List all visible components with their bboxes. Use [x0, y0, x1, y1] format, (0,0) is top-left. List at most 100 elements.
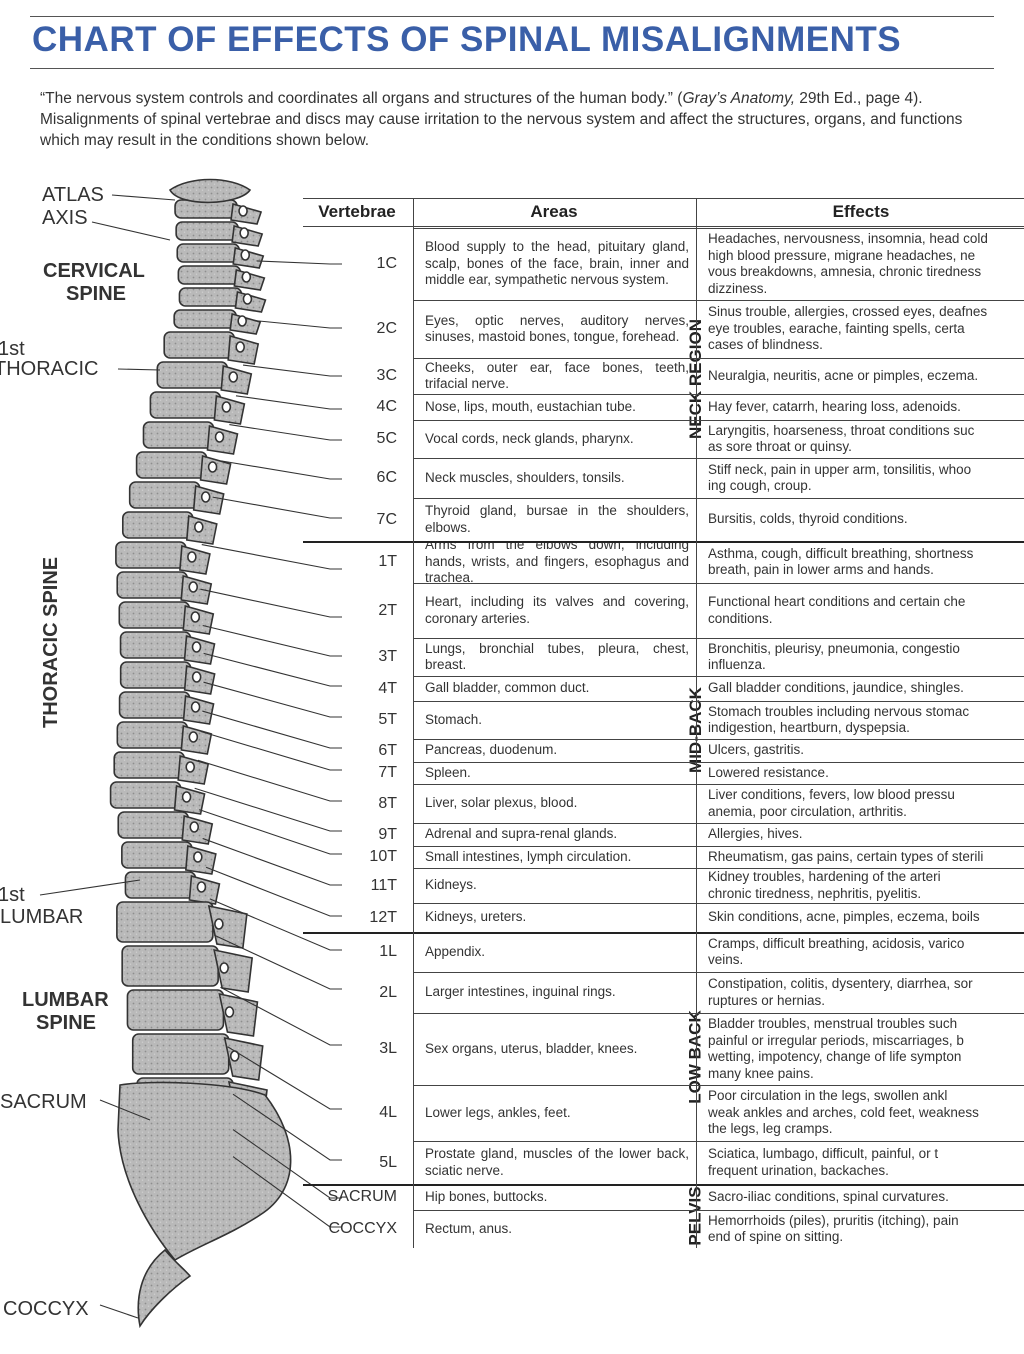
effect-line: Bursitis, colds, thyroid conditions.: [708, 511, 908, 527]
effect-line: Skin conditions, acne, pimples, eczema, …: [708, 909, 980, 925]
effect-cell: Lowered resistance.: [706, 762, 1024, 784]
effect-line: Stiff neck, pain in upper arm, tonsiliti…: [708, 461, 972, 477]
effect-line: conditions.: [708, 610, 773, 626]
vertebra-label: 4L: [379, 1104, 397, 1121]
vertebra-body: [117, 811, 190, 839]
intervertebral-foramen: [214, 918, 224, 930]
row-divider: [413, 358, 1024, 359]
row-divider: [413, 739, 1024, 740]
area-text: Prostate gland, muscles of the lower bac…: [425, 1146, 689, 1178]
area-cell: Stomach.: [419, 701, 695, 739]
effect-cell: Hay fever, catarrh, hearing loss, adenoi…: [706, 394, 1024, 420]
row-divider: [413, 583, 1024, 584]
label-1st-lumbar-num: 1st: [0, 884, 25, 906]
row-divider: [413, 762, 1024, 763]
vertebra-label: COCCYX: [328, 1220, 397, 1237]
area-cell: Vocal cords, neck glands, pharynx.: [419, 420, 695, 458]
area-cell: Gall bladder, common duct.: [419, 676, 695, 701]
effect-cell: Asthma, cough, difficult breathing, shor…: [706, 541, 1024, 583]
vertebra-body: [121, 511, 194, 539]
vertebra-leader-line: [203, 681, 342, 718]
leader-lines: [39, 194, 342, 1319]
intervertebral-foramen: [239, 227, 249, 239]
vertebra-label: 11T: [370, 876, 397, 894]
effect-cell: Bursitis, colds, thyroid conditions.: [706, 498, 1024, 541]
intervertebral-foramen: [185, 761, 196, 773]
area-cell: Kidneys, ureters.: [419, 903, 695, 932]
vertebral-column: [109, 178, 292, 1329]
intervertebral-foramen: [238, 205, 248, 217]
effect-cell: Laryngitis, hoarseness, throat condition…: [706, 420, 1024, 458]
vertebra-label: 9T: [378, 825, 397, 843]
vertebra-leader-line: [200, 588, 342, 618]
vertebra-leader-line: [229, 424, 342, 441]
effect-line: frequent urination, backaches.: [708, 1162, 889, 1178]
area-text: Rectum, anus.: [425, 1220, 513, 1236]
effect-line: Poor circulation in the legs, swollen an…: [708, 1088, 948, 1104]
effect-line: the legs, leg cramps.: [708, 1121, 833, 1137]
vertebra-body: [115, 541, 187, 569]
effect-line: weak ankles and arches, cold feet, weakn…: [708, 1104, 979, 1120]
row-divider: [303, 1184, 1024, 1186]
vertebra-label: 4T: [378, 679, 397, 697]
intro-paragraph: “The nervous system controls and coordin…: [40, 88, 990, 151]
area-cell: Appendix.: [419, 932, 695, 972]
vertebra-body: [176, 243, 241, 263]
effect-line: dizziness.: [708, 280, 768, 296]
effect-line: Gall bladder conditions, jaundice, shing…: [708, 680, 964, 696]
intervertebral-foramen: [242, 293, 253, 305]
vertebra-body: [116, 721, 189, 749]
area-text: Lungs, bronchial tubes, pleura, chest, b…: [425, 640, 689, 673]
label-leader-line: [117, 368, 161, 371]
effect-line: Functional heart conditions and certain …: [708, 594, 966, 609]
label-axis: AXIS: [42, 207, 88, 229]
effect-line: wetting, impotency, change of life sympt…: [708, 1049, 962, 1064]
intervertebral-foramen: [187, 551, 197, 563]
intervertebral-foramen: [224, 1006, 235, 1018]
area-text: Kidneys, ureters.: [425, 909, 527, 925]
vertebra-label: 5T: [378, 711, 397, 728]
vertebra-label: 12T: [369, 908, 397, 926]
intervertebral-foramen: [188, 731, 199, 743]
effect-line: Bronchitis, pleurisy, pneumonia, congest…: [708, 640, 960, 656]
vertebra-label: 3T: [378, 648, 397, 665]
row-divider: [413, 784, 1024, 785]
effect-line: Headaches, nervousness, insomnia, head c…: [708, 231, 988, 246]
area-text: Stomach.: [425, 711, 483, 727]
area-cell: Neck muscles, shoulders, tonsils.: [419, 458, 695, 498]
effect-cell: Rheumatism, gas pains, certain types of …: [706, 846, 1024, 868]
vertebra-body: [121, 945, 219, 987]
vertebra-leader-line: [220, 460, 342, 480]
effect-cell: Functional heart conditions and certain …: [706, 583, 1024, 638]
effect-cell: Skin conditions, acne, pimples, eczema, …: [706, 903, 1024, 932]
row-divider: [413, 300, 1024, 301]
vertebra-label: 8T: [378, 794, 397, 812]
intervertebral-foramen: [193, 851, 203, 863]
vertebra-leader-line: [194, 787, 342, 832]
intervertebral-foramen: [200, 491, 211, 503]
area-cell: Heart, including its valves and covering…: [419, 583, 695, 638]
vertebra-body: [128, 481, 201, 509]
intervertebral-foramen: [188, 581, 199, 593]
vertebra-body: [177, 265, 242, 285]
area-cell: Arms from the elbows down, including han…: [419, 541, 695, 583]
area-cell: Thyroid gland, bursae in the shoulders, …: [419, 498, 695, 541]
vertebra-body: [163, 331, 235, 359]
vertebra-leader-line: [209, 898, 342, 951]
effect-line: Liver conditions, fevers, low blood pres…: [708, 787, 955, 802]
area-text: Cheeks, outer ear, face bones, teeth, tr…: [425, 359, 689, 392]
area-text: Larger intestines, inguinal rings.: [425, 984, 616, 1000]
label-1st-thoracic: THORACIC: [0, 358, 99, 380]
row-divider: [413, 972, 1024, 973]
area-text: Pancreas, duodenum.: [425, 742, 558, 758]
vertebra-leader-line: [227, 1046, 342, 1110]
vertebra-body: [119, 661, 192, 689]
intervertebral-foramen: [221, 401, 232, 413]
intervertebral-foramen: [189, 821, 200, 833]
area-text: Lower legs, ankles, feet.: [425, 1104, 571, 1120]
effect-line: influenza.: [708, 657, 766, 672]
effect-cell: Kidney troubles, hardening of the arteri…: [706, 868, 1024, 903]
vertebra-leader-line: [201, 544, 342, 570]
row-divider: [413, 1210, 1024, 1211]
